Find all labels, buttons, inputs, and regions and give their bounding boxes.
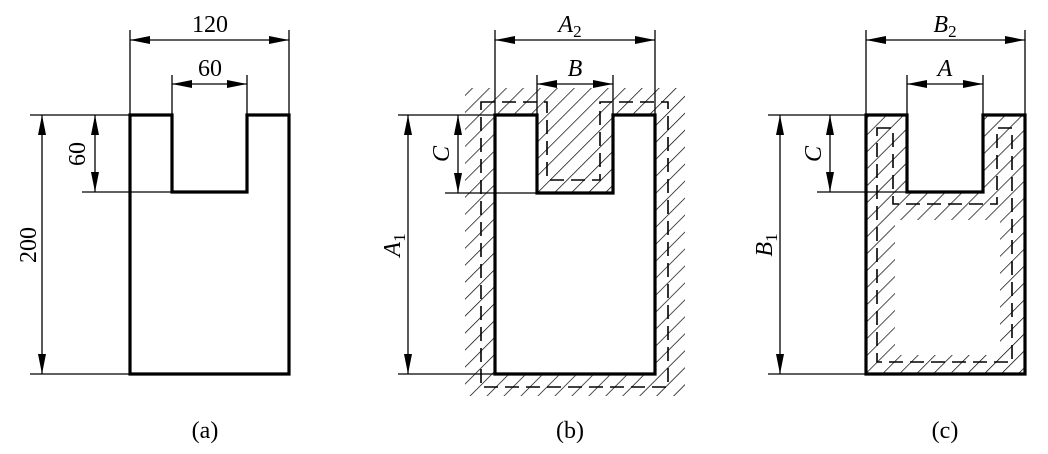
- extension-lines: [494, 30, 656, 115]
- label-B1: B1: [752, 233, 781, 256]
- panel-b: A2 B A1 C (b): [380, 12, 685, 444]
- blank-outline-dashed: [876, 127, 1013, 363]
- extension-lines: [129, 30, 290, 115]
- caption-c: (c): [932, 418, 959, 444]
- panel-a: 120 60 200 60 (a): [16, 12, 291, 444]
- label-slot-depth: 60: [65, 142, 91, 166]
- label-C: C: [801, 145, 827, 162]
- label-A: A: [936, 56, 953, 82]
- label-B: B: [568, 56, 583, 82]
- label-A1: A1: [380, 233, 409, 258]
- hatched-allowance: [465, 88, 685, 396]
- part-outline: [128, 113, 291, 376]
- extension-lines: [768, 114, 866, 375]
- extension-lines: [30, 114, 130, 375]
- label-C: C: [429, 145, 455, 162]
- caption-a: (a): [192, 418, 219, 444]
- label-slot-width: 60: [198, 56, 222, 82]
- label-A2: A2: [556, 12, 581, 41]
- extension-lines: [865, 30, 1026, 115]
- panel-c: B2 A B1 C (c): [752, 12, 1027, 444]
- label-B2: B2: [933, 12, 956, 41]
- hatched-allowance: [866, 115, 1025, 374]
- blank-outline-dashed: [480, 101, 669, 388]
- label-height-total: 200: [16, 227, 42, 263]
- label-width-total: 120: [192, 12, 228, 38]
- caption-b: (b): [556, 418, 584, 444]
- extension-lines: [398, 114, 495, 375]
